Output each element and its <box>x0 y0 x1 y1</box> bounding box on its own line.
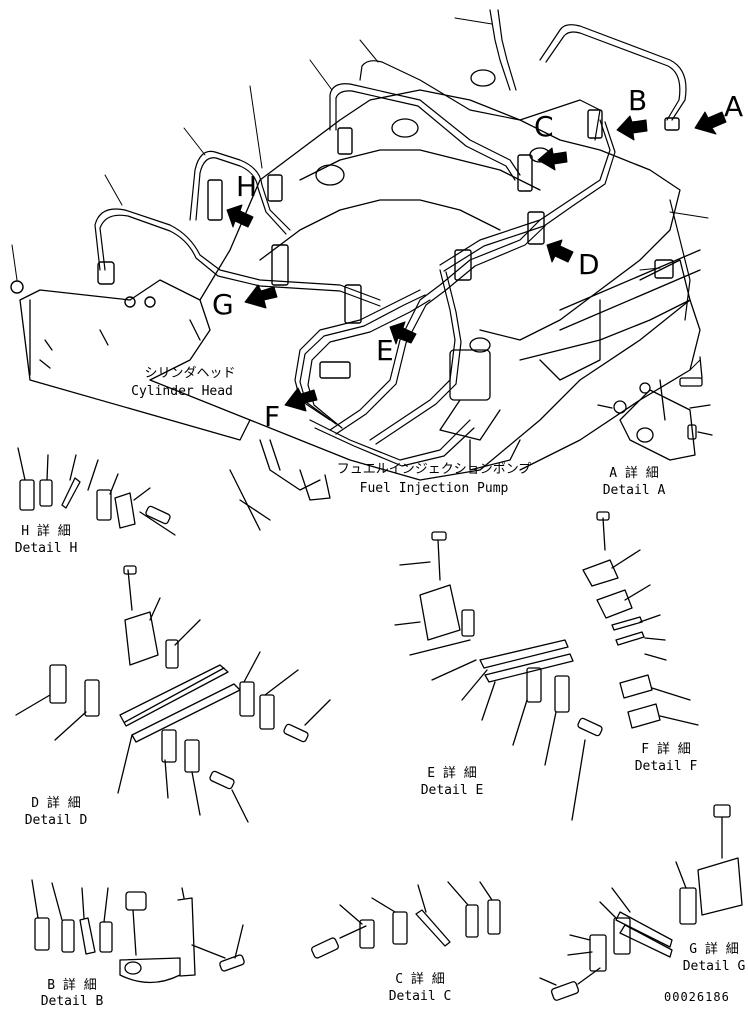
detail-f-drawing <box>582 511 699 729</box>
view-letter-b: B <box>628 84 648 117</box>
view-letter-g: G <box>212 288 234 321</box>
detail-c-caption-jp: C 詳 細 <box>395 972 445 987</box>
view-letter-a: A <box>724 90 744 123</box>
detail-e-caption-jp: E 詳 細 <box>427 766 477 781</box>
detail-d-caption-jp: D 詳 細 <box>31 796 81 811</box>
main-leader-lines <box>11 17 709 371</box>
detail-e-caption-en: Detail E <box>420 783 484 798</box>
detail-a-caption-en: Detail A <box>602 483 666 498</box>
fuel-pump-label-en: Fuel Injection Pump <box>359 481 509 496</box>
view-letter-h: H <box>236 170 258 203</box>
detail-g-caption-jp: G 詳 細 <box>689 942 739 957</box>
cylinder-head-label-jp: シリンダヘッド <box>144 366 236 381</box>
view-arrows <box>226 111 727 412</box>
detail-d-caption-en: Detail D <box>24 813 88 828</box>
view-letter-e: E <box>376 334 394 367</box>
detail-h-caption-en: Detail H <box>14 541 78 556</box>
cylinder-head-label-en: Cylinder Head <box>131 384 233 399</box>
detail-f-caption-en: Detail F <box>634 759 698 774</box>
detail-e-drawing <box>394 531 603 821</box>
detail-a-caption-jp: A 詳 細 <box>609 466 659 481</box>
view-letter-c: C <box>534 110 554 143</box>
detail-b-caption-jp: B 詳 細 <box>47 978 97 993</box>
engine-body <box>19 69 701 531</box>
main-clamps <box>10 109 680 379</box>
detail-g-caption-en: Detail G <box>682 959 746 974</box>
fuel-pump-label-jp: フュエルインジェクションポンプ <box>336 462 532 477</box>
detail-a-drawing <box>597 356 713 461</box>
view-letter-d: D <box>578 248 600 281</box>
detail-b-caption-en: Detail B <box>40 994 104 1009</box>
detail-c-caption-en: Detail C <box>388 989 452 1004</box>
drawing-number: 00026186 <box>664 990 730 1004</box>
detail-g-drawing <box>539 804 743 1001</box>
view-letter-f: F <box>264 400 281 433</box>
detail-h-drawing <box>17 447 176 536</box>
detail-c-drawing <box>311 881 501 959</box>
detail-f-caption-jp: F 詳 細 <box>641 742 691 757</box>
detail-h-caption-jp: H 詳 細 <box>21 524 71 539</box>
detail-d-drawing <box>15 565 331 823</box>
detail-b-drawing <box>31 879 245 984</box>
